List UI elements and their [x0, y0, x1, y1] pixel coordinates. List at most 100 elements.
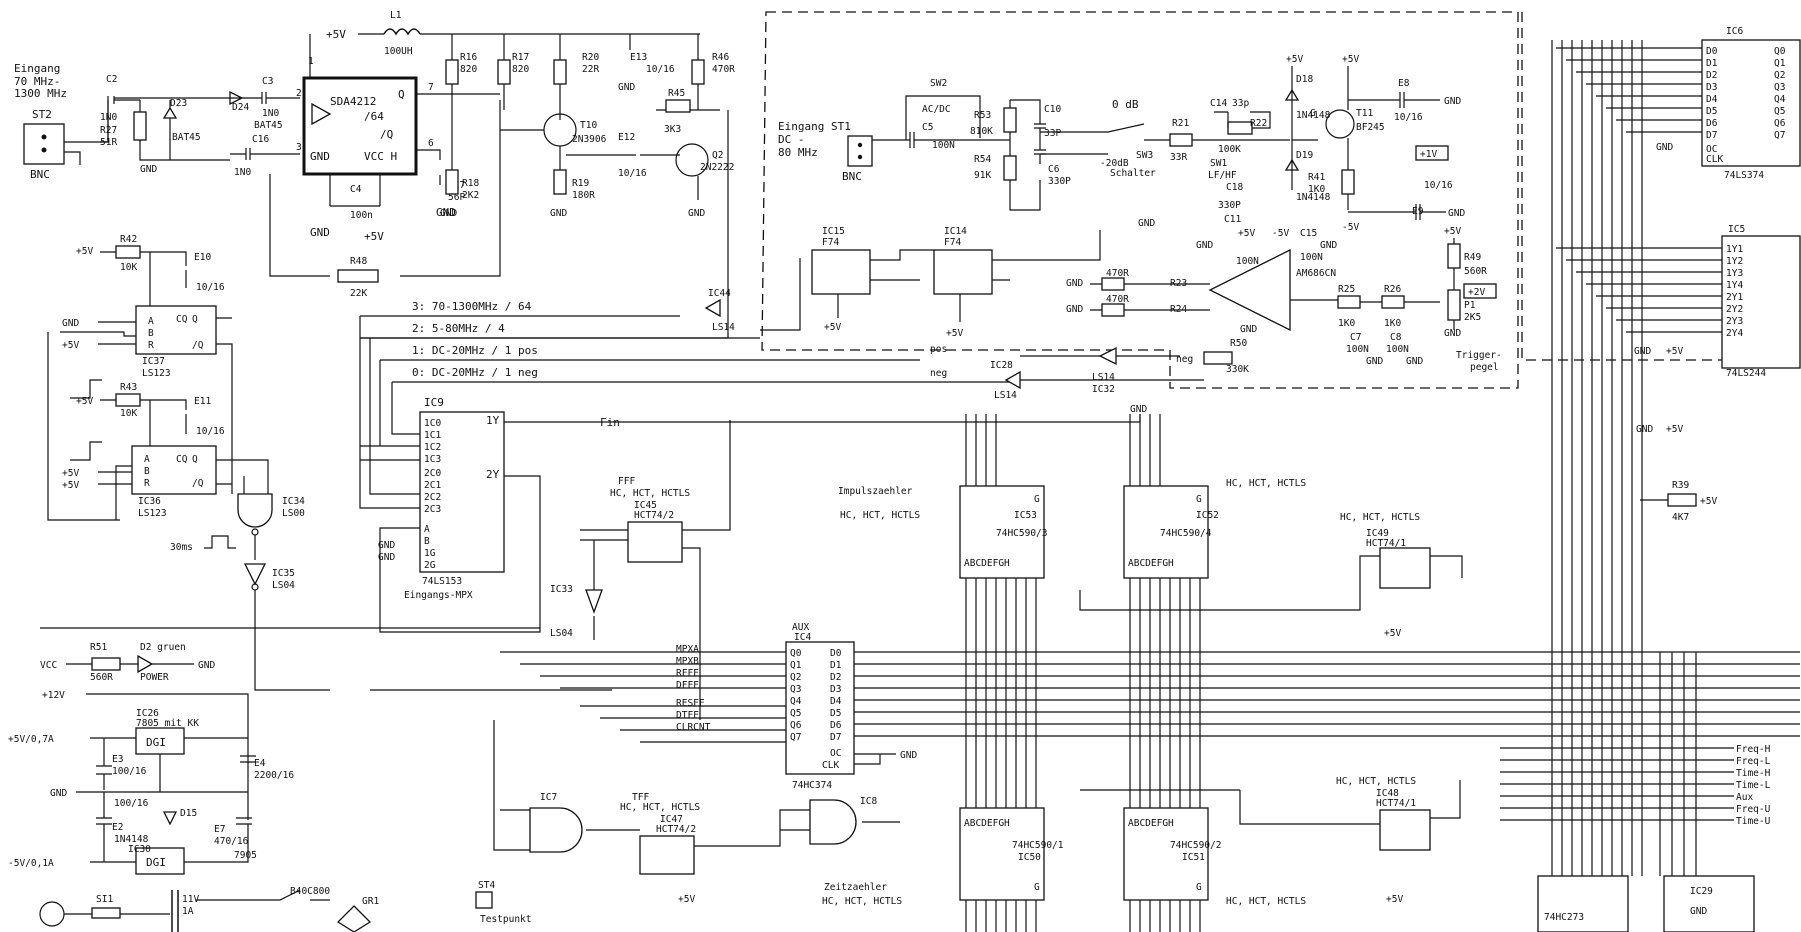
ic52-label: IC52 [1196, 510, 1219, 521]
r45-value: 3K3 [664, 124, 681, 135]
r53-resistor [1003, 107, 1017, 133]
d23-type: BAT45 [172, 132, 201, 143]
input1-label: Eingang [14, 62, 60, 75]
vneg-t11: -5V [1342, 222, 1359, 233]
ic9-sel-1: B [424, 536, 430, 547]
ic30-type: 7905 [234, 850, 257, 861]
r54-value: 91K [974, 170, 991, 181]
input2-dc: DC - [778, 133, 805, 146]
r42-label: R42 [120, 234, 137, 245]
r16-value: 820 [460, 64, 477, 75]
ic45-label: IC45 [634, 500, 657, 511]
t11-type: BF245 [1356, 122, 1385, 133]
mux-in3: 3: 70-1300MHz / 64 [412, 300, 532, 313]
ic5-in-4: 2Y1 [1726, 292, 1743, 303]
ic47-label: IC47 [660, 814, 683, 825]
svg-text:6: 6 [428, 138, 434, 149]
ic30-label: IC30 [128, 844, 151, 855]
r46-label: R46 [712, 52, 729, 63]
e10-label: E10 [194, 252, 211, 263]
fuse-si1 [91, 907, 121, 919]
gnd-ic4: GND [900, 750, 917, 761]
ic15-label: IC15 [822, 226, 845, 237]
st4-testpoint[interactable] [475, 891, 493, 909]
r46-value: 470R [712, 64, 735, 75]
ic51-type: 74HC590/2 [1170, 840, 1221, 851]
ic49-family: HC, HCT, HCTLS [1340, 512, 1420, 523]
p1-pot [1447, 289, 1461, 321]
mux-section: 3: 70-1300MHz / 64 2: 5-80MHz / 4 1: DC-… [359, 288, 1204, 633]
r48-label: R48 [350, 256, 367, 267]
ic6-d0: D0 [1706, 46, 1718, 57]
bus-3: Time-L [1736, 780, 1771, 791]
mux-in1: 1: DC-20MHz / 1 pos [412, 344, 538, 357]
ic53-pins: ABCDEFGH [964, 558, 1010, 569]
ic37-label: IC37 [142, 356, 165, 367]
gnd-ic5b: GND [1636, 424, 1653, 435]
c11-label: C11 [1224, 214, 1241, 225]
r24-value: 470R [1106, 294, 1129, 305]
l1-label: L1 [390, 10, 402, 21]
ic53-type: 74HC590/3 [996, 528, 1047, 539]
gnd-e13: GND [618, 82, 635, 93]
e12-label: E12 [618, 132, 635, 143]
ic32-label: IC32 [1092, 384, 1115, 395]
ic6-q3: Q3 [1774, 82, 1785, 93]
ic45-type: HCT74/2 [634, 510, 674, 521]
vcc-ic36b: +5V [62, 480, 79, 491]
vcc-ic37: +5V [62, 340, 79, 351]
ic4-q4: Q4 [790, 696, 802, 707]
b40-label: B40C800 [290, 886, 330, 897]
ic6-d2: D2 [1706, 70, 1717, 81]
vcc-r43: +5V [76, 396, 93, 407]
ic44-type: LS14 [712, 322, 735, 333]
ic34-nand [237, 493, 273, 528]
ic6-type: 74LS374 [1724, 170, 1764, 181]
vcc-top: +5V [326, 28, 346, 41]
r22-value: 100K [1218, 144, 1241, 155]
e10-value: 10/16 [196, 282, 225, 293]
bnc-type: BNC [30, 168, 50, 181]
ic52-family: HC, HCT, HCTLS [1226, 478, 1306, 489]
r21-value: 33R [1170, 152, 1187, 163]
gnd-p1: GND [1444, 328, 1461, 339]
vcc-c4: +5V [364, 230, 384, 243]
ic14-ff [933, 249, 993, 295]
d23-label: D23 [170, 98, 187, 109]
counter-section: FFF HC, HCT, HCTLS IC45 HCT74/2 IC33 LS0… [475, 404, 1800, 932]
ic6-oc: OC [1706, 144, 1717, 155]
t10-label: T10 [580, 120, 597, 131]
c4-value: 100n [350, 210, 373, 221]
r20-label: R20 [582, 52, 599, 63]
r18-label: R18 [462, 178, 479, 189]
lfhf-label: LF/HF [1208, 170, 1237, 181]
tff-family: HC, HCT, HCTLS [620, 802, 700, 813]
ic34-label: IC34 [282, 496, 305, 507]
ic50-g: G [1034, 882, 1040, 893]
gnd-c7: GND [1366, 356, 1383, 367]
ic4-d2: D2 [830, 672, 841, 683]
p2v-label: +2V [1468, 287, 1485, 298]
right-stage-boundary [1521, 12, 1800, 361]
ic15-type: F74 [822, 237, 839, 248]
ic7-label: IC7 [540, 792, 557, 803]
c15-label: C15 [1300, 228, 1317, 239]
si1-label: SI1 [96, 894, 113, 905]
ic48-family: HC, HCT, HCTLS [1336, 776, 1416, 787]
e4-value: 2200/16 [254, 770, 294, 781]
gnd-r18: GND [440, 208, 457, 219]
input1-freq1: 70 MHz- [14, 75, 60, 88]
r39-value: 4K7 [1672, 512, 1689, 523]
gnd-rf: GND [140, 164, 157, 175]
ic4-d1: D1 [830, 660, 842, 671]
vin5-label: +5V/0,7A [8, 734, 54, 745]
ic35-label: IC35 [272, 568, 295, 579]
ic4-in-5: DTFF [676, 710, 699, 721]
c17-value: 56P [448, 192, 465, 203]
c6-value: 330P [1048, 176, 1071, 187]
c2-label: C2 [106, 74, 117, 85]
r22-label: R22 [1250, 118, 1267, 129]
bnc-connector-st1 [847, 135, 873, 167]
ic4-latch [785, 641, 855, 775]
ic35-type: LS04 [272, 580, 295, 591]
